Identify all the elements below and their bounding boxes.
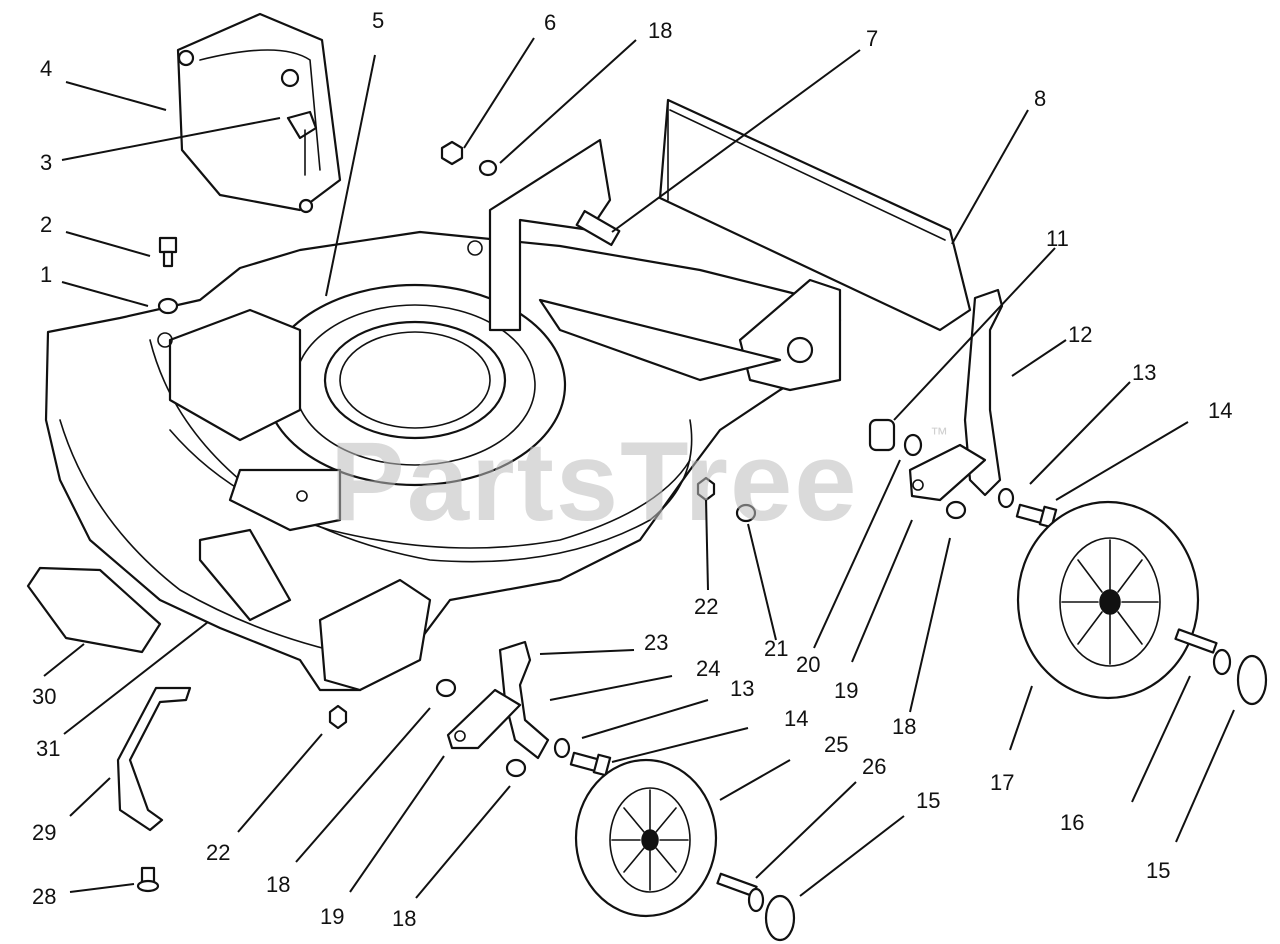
callout-15: 15 xyxy=(916,788,940,813)
bolt-2 xyxy=(158,236,178,268)
washer-13-rear xyxy=(997,487,1015,509)
axle-bolt-16 xyxy=(1174,628,1232,676)
callout-23: 23 xyxy=(644,630,668,655)
nut-22-front xyxy=(328,704,348,730)
plate-31 xyxy=(198,528,292,622)
callout-17: 17 xyxy=(990,770,1014,795)
washer-18-front-2 xyxy=(505,758,527,778)
callout-2: 2 xyxy=(40,212,52,237)
screw-28 xyxy=(136,866,160,893)
callout-26: 26 xyxy=(862,754,886,779)
height-lever-rear xyxy=(908,288,1004,502)
callout-4: 4 xyxy=(40,56,52,81)
watermark-trademark: ™ xyxy=(930,424,948,444)
bolt-14-front xyxy=(569,751,612,777)
knob-3 xyxy=(286,110,318,176)
callout-18: 18 xyxy=(266,872,290,897)
bracket-29 xyxy=(116,686,192,832)
washer-1 xyxy=(157,297,179,315)
callout-19: 19 xyxy=(834,678,858,703)
washer-13-front xyxy=(553,737,571,759)
callout-24: 24 xyxy=(696,656,720,681)
callout-labels: 5 6 18 7 4 8 3 2 11 1 12 13 14 22 21 20 … xyxy=(32,8,1232,931)
callout-18: 18 xyxy=(392,906,416,931)
callout-25: 25 xyxy=(824,732,848,757)
callout-12: 12 xyxy=(1068,322,1092,347)
nut-6 xyxy=(440,140,464,166)
callout-7: 7 xyxy=(866,26,878,51)
front-wheel xyxy=(574,758,718,918)
callout-5: 5 xyxy=(372,8,384,33)
callout-13: 13 xyxy=(730,676,754,701)
callout-1: 1 xyxy=(40,262,52,287)
callout-13: 13 xyxy=(1132,360,1156,385)
rear-flap xyxy=(658,98,972,332)
nut-22-rear xyxy=(696,476,716,502)
callout-6: 6 xyxy=(544,10,556,35)
height-lever-front xyxy=(446,640,550,760)
callout-20: 20 xyxy=(796,652,820,677)
callout-11: 11 xyxy=(1046,226,1069,251)
washer-20 xyxy=(903,433,923,457)
washer-21 xyxy=(735,503,757,523)
callout-22: 22 xyxy=(206,840,230,865)
decal-30 xyxy=(26,566,162,654)
callout-15: 15 xyxy=(1146,858,1170,883)
washer-18-top xyxy=(478,159,498,177)
callout-14: 14 xyxy=(1208,398,1232,423)
callout-30: 30 xyxy=(32,684,56,709)
washer-18-front xyxy=(435,678,457,698)
washer-18-rear xyxy=(945,500,967,520)
hubcap-15-rear xyxy=(1236,654,1268,706)
callout-19: 19 xyxy=(320,904,344,929)
callout-16: 16 xyxy=(1060,810,1084,835)
callout-14: 14 xyxy=(784,706,808,731)
callout-18: 18 xyxy=(892,714,916,739)
callout-8: 8 xyxy=(1034,86,1046,111)
spacer-11 xyxy=(868,418,896,452)
callout-29: 29 xyxy=(32,820,56,845)
callout-22: 22 xyxy=(694,594,718,619)
callout-31: 31 xyxy=(36,736,60,761)
callout-28: 28 xyxy=(32,884,56,909)
pin-7 xyxy=(575,209,621,247)
watermark: PartsTree xyxy=(330,419,859,544)
bolt-14-rear xyxy=(1015,503,1058,529)
callout-18: 18 xyxy=(648,18,672,43)
hubcap-15-front xyxy=(764,894,796,942)
leader-lines xyxy=(43,37,1235,899)
axle-bolt-26 xyxy=(716,872,765,913)
callout-3: 3 xyxy=(40,150,52,175)
callout-21: 21 xyxy=(764,636,788,661)
discharge-chute xyxy=(176,12,342,214)
rear-wheel xyxy=(1016,500,1200,700)
